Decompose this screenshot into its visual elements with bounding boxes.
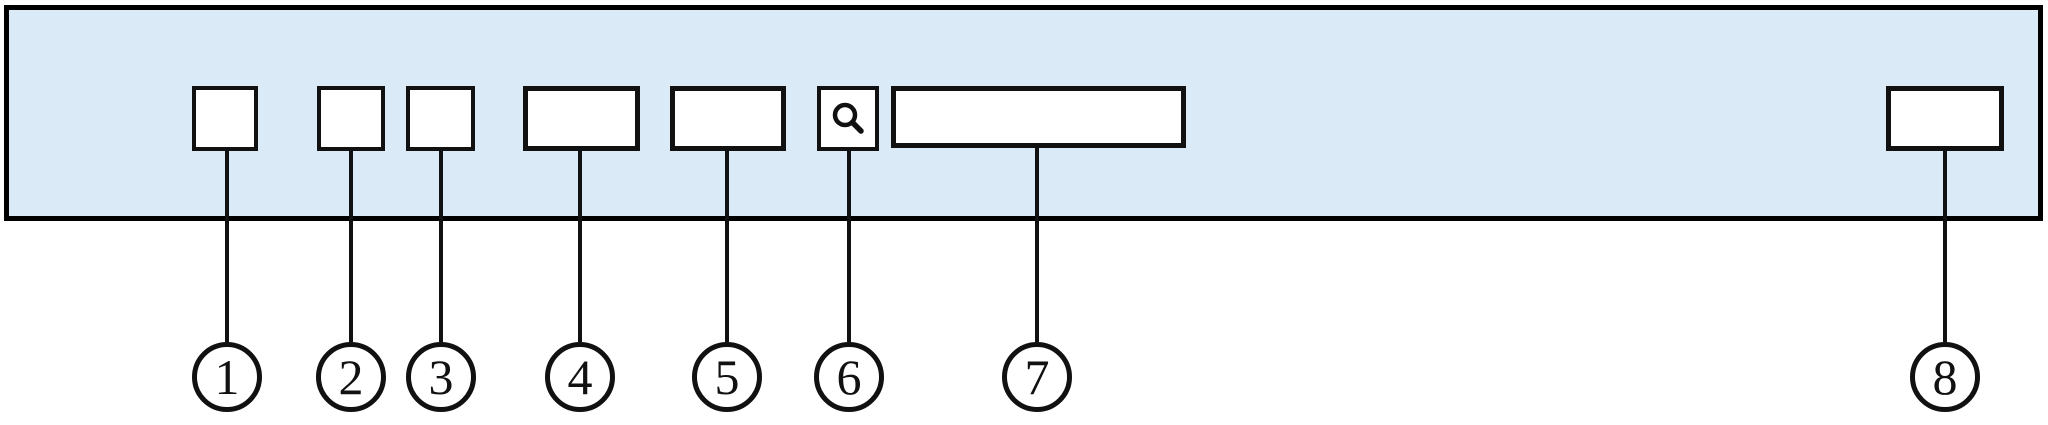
callout-number-4: 4 <box>545 342 615 412</box>
toolbar-button-8[interactable] <box>1886 86 2004 151</box>
callout-number-5: 5 <box>692 342 762 412</box>
leader-line-3 <box>439 151 443 342</box>
leader-line-1 <box>225 151 229 342</box>
toolbar-button-5[interactable] <box>670 86 786 151</box>
leader-line-4 <box>578 151 582 342</box>
toolbar-button-3[interactable] <box>406 86 475 151</box>
callout-number-2: 2 <box>316 342 386 412</box>
callout-number-7: 7 <box>1002 342 1072 412</box>
search-input[interactable] <box>891 86 1186 148</box>
toolbar-button-1[interactable] <box>192 86 258 151</box>
callout-number-3: 3 <box>406 342 476 412</box>
search-icon <box>821 90 875 147</box>
toolbar-button-2[interactable] <box>317 86 385 151</box>
toolbar-button-4[interactable] <box>523 86 640 151</box>
callout-number-6: 6 <box>814 342 884 412</box>
leader-line-5 <box>725 151 729 342</box>
leader-line-8 <box>1943 151 1947 342</box>
leader-line-6 <box>847 151 851 342</box>
leader-line-7 <box>1035 148 1039 342</box>
leader-line-2 <box>349 151 353 342</box>
search-icon-button[interactable] <box>817 86 879 151</box>
callout-number-1: 1 <box>192 342 262 412</box>
callout-number-8: 8 <box>1910 342 1980 412</box>
